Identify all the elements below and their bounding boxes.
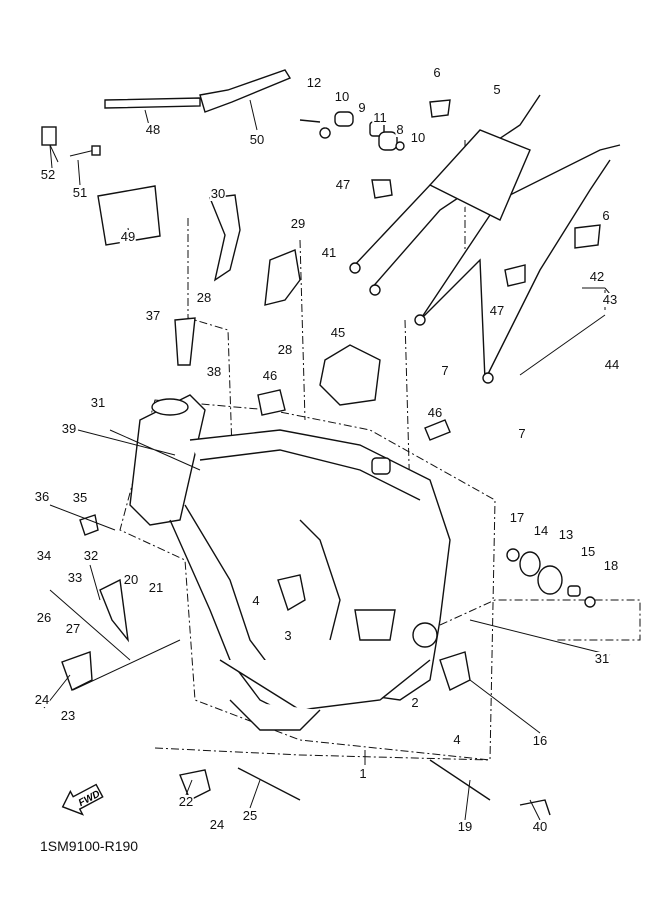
part-number-label: 6 [432, 65, 442, 80]
part-number-label: 19 [456, 819, 474, 834]
small-parts [41, 69, 606, 816]
part-number-label: 46 [426, 405, 444, 420]
part-number-label: 51 [71, 185, 89, 200]
part-number-label: 7 [517, 426, 527, 441]
part-number-label: 49 [119, 229, 137, 244]
fwd-arrow-icon: FWD [61, 783, 104, 816]
part-number-label: 4 [452, 732, 462, 747]
part-number-label: 32 [82, 548, 100, 563]
part-number-label: 39 [60, 421, 78, 436]
part-number-label: 17 [508, 510, 526, 525]
part-number-label: 46 [261, 368, 279, 383]
part-number-label: 1 [358, 766, 368, 781]
bracket-outline [187, 218, 233, 451]
part-number-label: 20 [122, 572, 140, 587]
part-number-label: 41 [320, 245, 338, 260]
part-number-label: 40 [531, 819, 549, 834]
part-number-label: 25 [241, 808, 259, 823]
part-number-label: 31 [593, 651, 611, 666]
sub-frame [349, 94, 621, 384]
part-number-label: 34 [35, 548, 53, 563]
part-number-label: 47 [334, 177, 352, 192]
part-number-label: 27 [64, 621, 82, 636]
part-number-label: 21 [147, 580, 165, 595]
part-number-label: 31 [89, 395, 107, 410]
frame-group-outline [119, 399, 496, 761]
part-number-label: 29 [289, 216, 307, 231]
part-number-label: 24 [208, 817, 226, 832]
part-number-label: 14 [532, 523, 550, 538]
part-number-label: 37 [144, 308, 162, 323]
part-number-label: 7 [440, 363, 450, 378]
part-number-label: 23 [59, 708, 77, 723]
part-number-label: 28 [195, 290, 213, 305]
bottom-outline [154, 747, 491, 761]
part-number-label: 16 [531, 733, 549, 748]
part-number-label: 4 [251, 593, 261, 608]
part-number-label: 50 [248, 132, 266, 147]
part-number-label: 26 [35, 610, 53, 625]
part-number-label: 10 [333, 89, 351, 104]
part-number-label: 45 [329, 325, 347, 340]
part-number-label: 12 [305, 75, 323, 90]
part-number-label: 3 [283, 628, 293, 643]
part-number-label: 33 [66, 570, 84, 585]
part-number-label: 43 [601, 292, 619, 307]
collar-outline [439, 599, 641, 641]
part-number-label: 52 [39, 167, 57, 182]
part-number-label: 15 [579, 544, 597, 559]
part-number-label: 10 [409, 130, 427, 145]
part-number-label: 30 [209, 186, 227, 201]
part-number-label: 42 [588, 269, 606, 284]
part-number-label: 18 [602, 558, 620, 573]
part-number-label: 44 [603, 357, 621, 372]
part-number-label: 36 [33, 489, 51, 504]
diagram-code: 1SM9100-R190 [40, 838, 139, 854]
fwd-text: FWD [77, 789, 102, 809]
part-number-label: 13 [557, 527, 575, 542]
part-number-label: 28 [276, 342, 294, 357]
main-frame [129, 394, 451, 731]
part-number-label: 38 [205, 364, 223, 379]
part-number-label: 9 [357, 100, 367, 115]
part-number-label: 48 [144, 122, 162, 137]
part-number-label: 2 [410, 695, 420, 710]
bracket-outline-2 [299, 239, 306, 421]
part-number-label: 47 [488, 303, 506, 318]
part-number-label: 5 [492, 82, 502, 97]
part-number-label: 24 [33, 692, 51, 707]
part-number-label: 11 [372, 110, 388, 125]
part-number-label: 35 [71, 490, 89, 505]
part-number-label: 6 [601, 208, 611, 223]
part-number-label: 8 [395, 122, 405, 137]
part-number-label: 22 [177, 794, 195, 809]
